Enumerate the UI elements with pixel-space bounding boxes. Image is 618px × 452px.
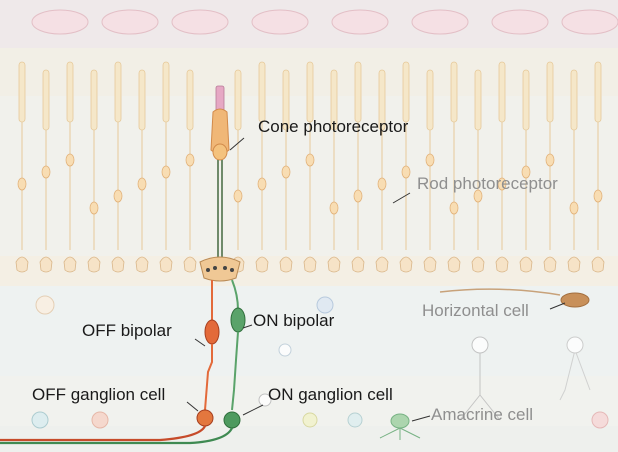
label-amacrine-cell: Amacrine cell (431, 406, 533, 423)
pigment-cell (252, 10, 308, 34)
label-on-bipolar: ON bipolar (253, 312, 334, 329)
pigment-cell (172, 10, 228, 34)
pigment-cell (102, 10, 158, 34)
label-on-ganglion-cell: ON ganglion cell (268, 386, 393, 403)
pigment-cell (562, 10, 618, 34)
pigment-cell (412, 10, 468, 34)
label-rod-photoreceptor: Rod photoreceptor (417, 175, 558, 192)
label-off-ganglion-cell: OFF ganglion cell (32, 386, 165, 403)
pigment-cell (32, 10, 88, 34)
label-cone-photoreceptor: Cone photoreceptor (258, 118, 408, 135)
pigment-cell (332, 10, 388, 34)
label-off-bipolar: OFF bipolar (82, 322, 172, 339)
pigment-cell (492, 10, 548, 34)
label-horizontal-cell: Horizontal cell (422, 302, 529, 319)
